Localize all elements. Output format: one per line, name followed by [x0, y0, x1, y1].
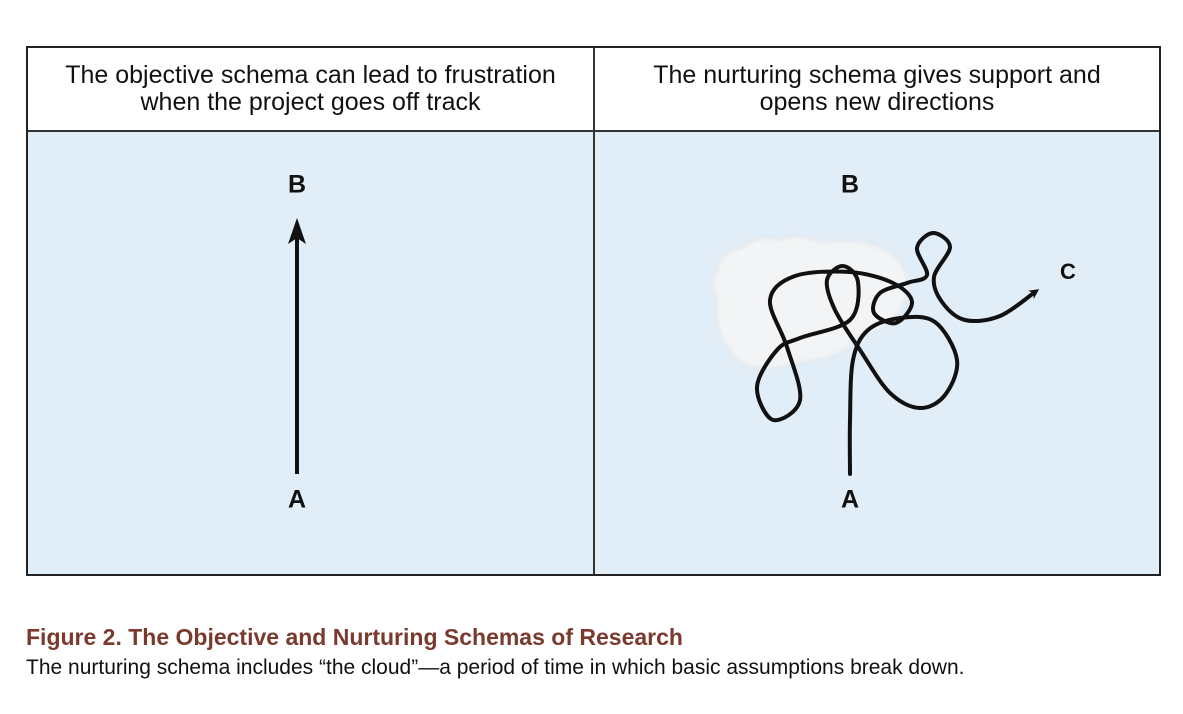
left-header-text: The objective schema can lead to frustra…	[65, 61, 556, 116]
left-panel-header: The objective schema can lead to frustra…	[28, 48, 593, 132]
left-label-a: A	[287, 485, 307, 514]
right-label-c: C	[1060, 259, 1076, 284]
cloud-shape	[712, 235, 909, 369]
panel-divider	[593, 48, 595, 574]
figure-panel-frame: The objective schema can lead to frustra…	[26, 46, 1161, 576]
arrowhead-icon	[288, 218, 306, 244]
left-label-b: B	[287, 170, 307, 199]
right-header-text: The nurturing schema gives support and o…	[653, 61, 1101, 116]
figure-caption-body: The nurturing schema includes “the cloud…	[26, 656, 965, 679]
right-label-b: B	[840, 170, 860, 199]
squiggle-path	[754, 231, 1040, 476]
right-label-a: A	[840, 485, 860, 514]
right-panel-header: The nurturing schema gives support and o…	[595, 48, 1159, 132]
figure-caption-title: Figure 2. The Objective and Nurturing Sc…	[26, 624, 683, 650]
